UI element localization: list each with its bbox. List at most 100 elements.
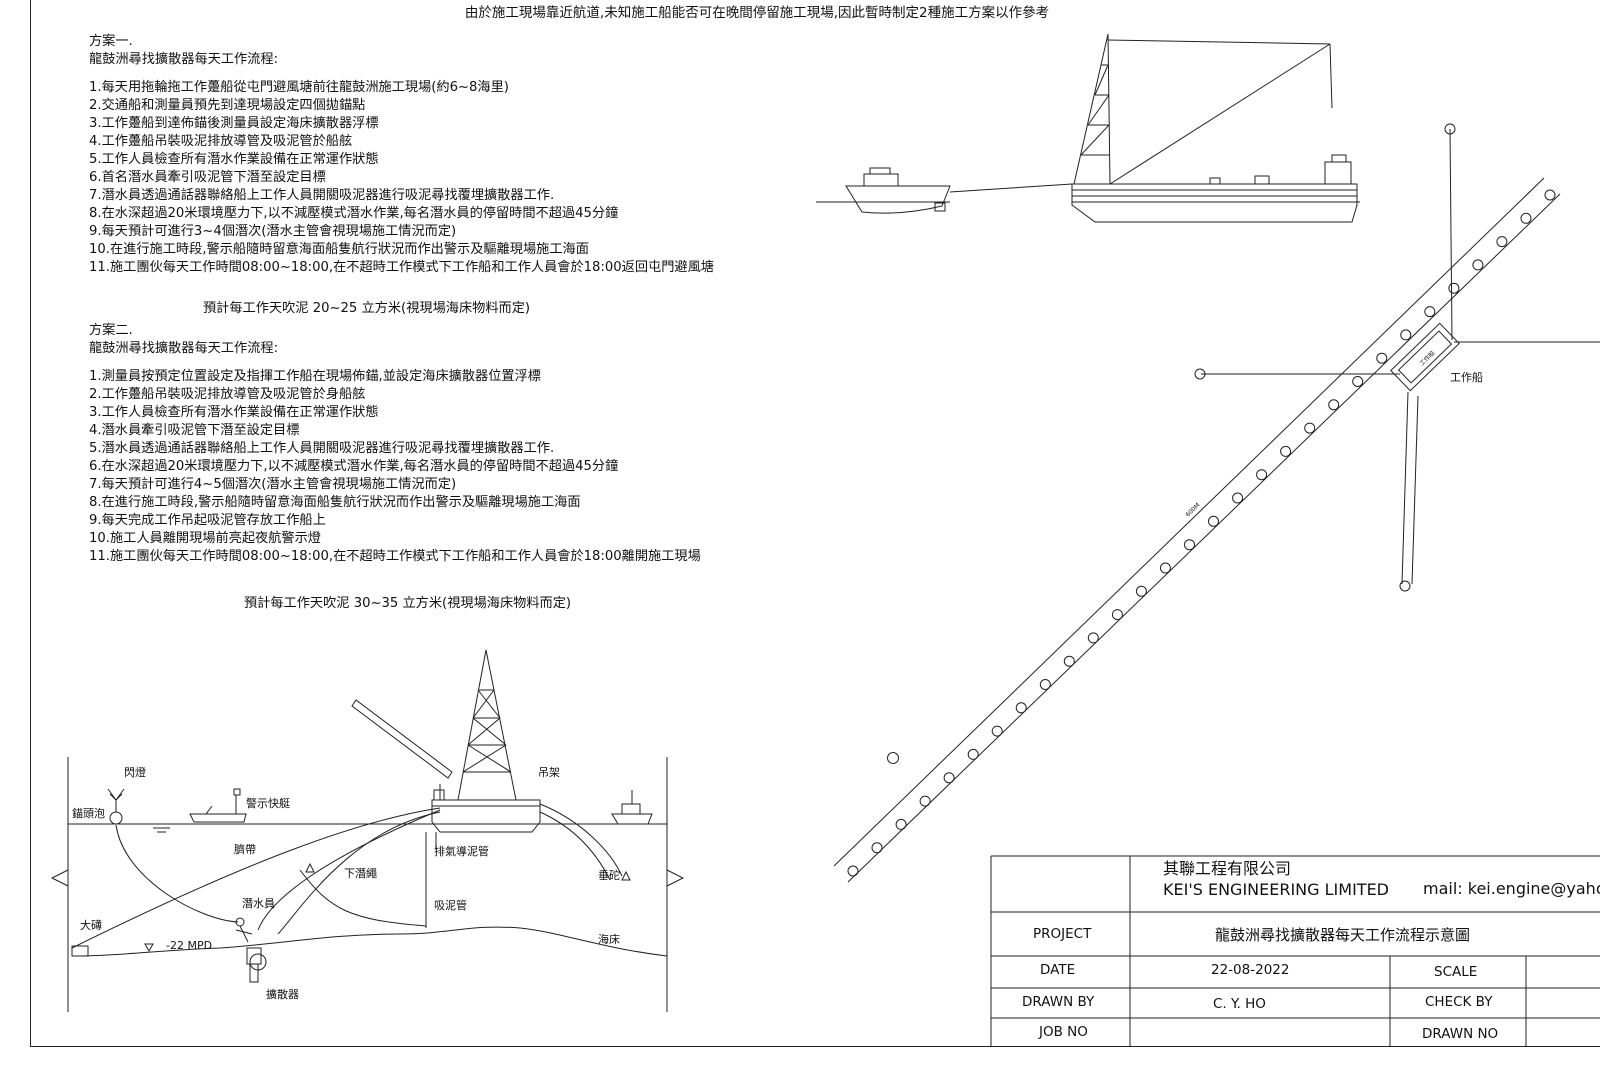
diffuser-marker xyxy=(1400,329,1412,341)
diffuser-marker xyxy=(1015,702,1027,714)
sinker-icon xyxy=(305,862,631,881)
pipeline-diagonal xyxy=(833,177,1561,883)
diffuser-marker xyxy=(1232,492,1244,504)
section-lines xyxy=(71,803,623,949)
section-frame xyxy=(50,757,685,1012)
plan-two: 方案二. 龍鼓洲尋找擴散器每天工作流程: 1.測量員按預定位置設定及指揮工作船在… xyxy=(89,322,701,566)
plan-two-step: 2.工作躉船吊裝吸泥排放導管及吸泥管於身船舷 xyxy=(89,387,366,402)
diffuser-marker xyxy=(1087,632,1099,644)
diffuser-marker xyxy=(1424,306,1436,318)
diffuser-marker xyxy=(1472,259,1484,271)
plan-two-step: 1.測量員按預定位置設定及指揮工作船在現場佈錨,並設定海床擴散器位置浮標 xyxy=(89,369,541,384)
diffuser-marker xyxy=(1039,679,1051,690)
label-flash-light: 閃燈 xyxy=(124,765,146,779)
title-block xyxy=(990,855,1600,1046)
drawn-no-label: DRAWN NO xyxy=(1422,1026,1499,1042)
diffuser-marker xyxy=(1208,515,1219,527)
diffuser-marker xyxy=(967,748,979,760)
plan-one-step: 6.首名潛水員牽引吸泥管下潛至設定目標 xyxy=(89,170,326,185)
plan-two-subtitle: 龍鼓洲尋找擴散器每天工作流程: xyxy=(89,341,279,356)
plan-one-step: 10.在進行施工時段,警示船隨時留意海面船隻航行狀況而作出警示及驅離現場施工海面 xyxy=(89,242,589,257)
plan-one-step: 2.交通船和測量員預先到達現場設定四個拋錨點 xyxy=(89,98,366,113)
plan-one-step: 1.每天用拖輪拖工作躉船從屯門避風塘前往龍鼓洲施工現場(約6~8海里) xyxy=(89,80,509,95)
company-name: 其聯工程有限公司 KEI'S ENGINEERING LIMITED xyxy=(1163,858,1389,900)
date-label: DATE xyxy=(1040,962,1076,978)
diffuser-marker xyxy=(1448,282,1460,294)
tow-line xyxy=(949,183,1073,193)
diffuser-marker xyxy=(1328,399,1340,411)
diffuser-marker xyxy=(1376,352,1388,364)
depth-marker-icon xyxy=(144,943,154,953)
label-diver: 潛水員 xyxy=(242,897,275,910)
drawing-frame xyxy=(30,0,1600,1047)
plan-one-estimate: 預計每工作天吹泥 20~25 立方米(視現場海床物料而定) xyxy=(203,301,531,316)
label-crane: 吊架 xyxy=(538,766,560,779)
plan-one-step: 3.工作躉船到達佈錨後測量員設定海床擴散器浮標 xyxy=(89,116,379,131)
diffuser-marker xyxy=(919,795,931,807)
diffuser-marker xyxy=(1496,236,1508,248)
diver-icon xyxy=(235,917,253,943)
plan-two-step: 3.工作人員檢查所有潛水作業設備在正常運作狀態 xyxy=(89,405,379,420)
plan-two-step: 6.在水深超過20米環境壓力下,以不減壓模式潛水作業,每名潛水員的停留時間不超過… xyxy=(89,459,619,474)
plan-one-step: 11.施工團伙每天工作時間08:00~18:00,在不超時工作模式下工作船和工作… xyxy=(89,260,714,275)
label-boat-inner: 工作船 xyxy=(1418,349,1437,367)
diffuser-marker xyxy=(1063,655,1075,667)
scale-label: SCALE xyxy=(1434,964,1478,980)
plan-two-step: 10.施工人員離開現場前亮起夜航警示燈 xyxy=(89,531,321,546)
diffuser-marker xyxy=(1111,609,1123,621)
diffuser-marker xyxy=(1352,376,1364,387)
header-note: 由於施工現場靠近航道,未知施工船能否可在晚間停留施工現場,因此暫時制定2種施工方… xyxy=(464,5,1050,21)
diffuser-marker xyxy=(1159,562,1171,574)
label-anchor-buoy: 錨頭泡 xyxy=(72,806,105,820)
work-boat-plan-icon xyxy=(1390,322,1460,392)
label-diffuser: 擴散器 xyxy=(266,987,299,1001)
diffuser-marker xyxy=(1184,539,1195,551)
label-depth: -22 MPD xyxy=(166,939,212,952)
label-umbilical: 臍帶 xyxy=(234,843,256,856)
plan-one-step: 9.每天預計可進行3~4個潛次(潛水主管會視現場施工情況而定) xyxy=(89,224,457,239)
plan-two-step: 8.在進行施工時段,警示船隨時留意海面船隻航行狀況而作出警示及驅離現場施工海面 xyxy=(89,495,581,510)
diffuser-marker xyxy=(1520,212,1532,224)
label-sinker: 垂砣 xyxy=(598,868,620,882)
crane-tower-icon xyxy=(351,649,517,801)
plan-two-step: 11.施工團伙每天工作時間08:00~18:00,在不超時工作模式下工作船和工作… xyxy=(89,549,701,564)
warning-boat-icon xyxy=(189,788,247,823)
diffuser-marker xyxy=(1256,469,1268,481)
plan-two-step: 5.潛水員透過通話器聯絡船上工作人員開關吸泥器進行吸泥尋找覆埋擴散器工作. xyxy=(89,441,555,456)
date-value: 22-08-2022 xyxy=(1211,962,1290,978)
project-value: 龍鼓洲尋找擴散器每天工作流程示意圖 xyxy=(1215,926,1471,944)
diffuser-marker xyxy=(1280,445,1292,457)
label-seabed: 海床 xyxy=(598,932,620,946)
section-labels: 閃燈 錨頭泡 警示快艇 吊架 臍帶 排氣導泥管 下潛繩 垂砣 潛水員 吸泥管 大… xyxy=(72,765,620,1001)
diffuser-marker xyxy=(1304,422,1316,434)
patrol-ship-icon xyxy=(611,790,653,825)
plan-one-step: 8.在水深超過20米環境壓力下,以不減壓模式潛水作業,每名潛水員的停留時間不超過… xyxy=(89,206,619,221)
diffuser-marker xyxy=(871,842,883,854)
company-mail: mail: kei.engine@yahoo xyxy=(1423,879,1600,898)
anchor-lines xyxy=(887,123,1600,764)
plan-one-subtitle: 龍鼓洲尋找擴散器每天工作流程: xyxy=(89,52,279,67)
label-suction-pipe: 吸泥管 xyxy=(434,898,467,912)
plan-one-step: 5.工作人員檢查所有潛水作業設備在正常運作狀態 xyxy=(89,152,379,167)
plan-two-step: 7.每天預計可進行4~5個潛次(潛水主管會視現場施工情況而定) xyxy=(89,477,457,492)
label-warning-boat: 警示快艇 xyxy=(246,796,290,810)
plan-two-step: 4.潛水員牽引吸泥管下潛至設定目標 xyxy=(89,423,300,438)
check-by-label: CHECK BY xyxy=(1425,994,1493,1010)
work-barge-icon xyxy=(1071,154,1360,223)
tug-boat-icon xyxy=(816,167,951,214)
diffuser-marker xyxy=(847,865,859,877)
buoy-flash-icon xyxy=(107,788,125,825)
plan-one: 方案一. 龍鼓洲尋找擴散器每天工作流程: 1.每天用拖輪拖工作躉船從屯門避風塘前… xyxy=(89,33,714,277)
job-no-label: JOB NO xyxy=(1039,1024,1088,1040)
drawn-by-value: C. Y. HO xyxy=(1213,996,1266,1012)
label-pipe-length: 600M xyxy=(1185,502,1202,519)
plan-one-title: 方案一. xyxy=(89,34,133,49)
plan-two-step: 9.每天完成工作吊起吸泥管存放工作船上 xyxy=(89,513,326,528)
company-name-en: KEI'S ENGINEERING LIMITED xyxy=(1163,880,1389,899)
plan-two-title: 方案二. xyxy=(89,323,133,338)
seabed-line xyxy=(71,926,668,957)
diffuser-marker xyxy=(1135,585,1147,597)
plan-one-step: 7.潛水員透過通話器聯絡船上工作人員開關吸泥器進行吸泥尋找覆埋擴散器工作. xyxy=(89,188,555,203)
diffuser-marker xyxy=(895,818,907,830)
